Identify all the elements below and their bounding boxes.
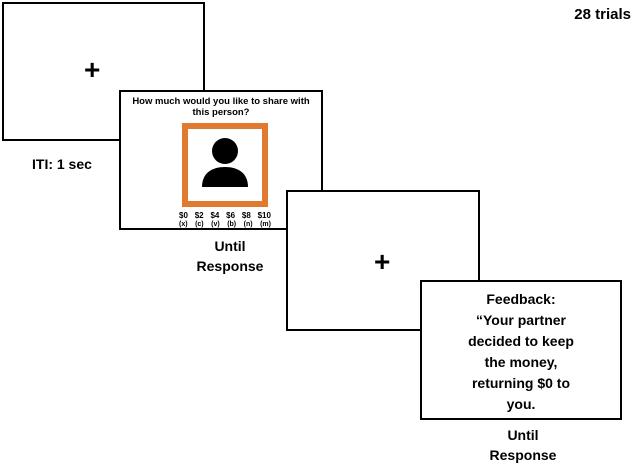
key-label: (c) — [195, 221, 204, 228]
amount-option: $10 — [257, 211, 271, 220]
amount-option: $0 — [179, 211, 188, 220]
trials-count-label: 28 trials — [574, 6, 631, 23]
fixation-cross: + — [84, 54, 101, 85]
iti-screen: + — [2, 2, 205, 141]
caption-line: Response — [489, 447, 557, 463]
amount-option: $8 — [241, 211, 251, 220]
key-label: (x) — [179, 221, 188, 228]
amount-option: $6 — [226, 211, 236, 220]
question-line-2: this person? — [192, 107, 250, 118]
feedback-duration-caption: Until Response — [478, 425, 568, 465]
caption-line: Response — [196, 258, 264, 274]
feedback-line: you. — [506, 396, 536, 412]
question-line-1: How much would you like to share with — [132, 96, 310, 107]
partner-photo — [188, 129, 262, 201]
feedback-line: “Your partner — [476, 312, 566, 328]
caption-line: Until — [214, 238, 246, 254]
iti-caption: ITI: 1 sec — [32, 156, 92, 172]
choice-duration-caption: Until Response — [185, 236, 275, 276]
key-label: (v) — [211, 221, 220, 228]
feedback-line: returning $0 to — [471, 375, 570, 391]
person-silhouette-icon — [202, 138, 248, 187]
caption-line: Until — [507, 427, 539, 443]
amount-option: $4 — [210, 211, 220, 220]
choice-question: How much would you like to share with th… — [121, 96, 321, 118]
feedback-screen: Feedback: “Your partner decided to keep … — [420, 280, 622, 420]
key-label: (m) — [260, 221, 271, 228]
key-label: (n) — [243, 221, 253, 228]
key-mapping: (x) (c) (v) (b) (n) (m) — [179, 221, 271, 228]
feedback-line: the money, — [484, 354, 558, 370]
amount-option: $2 — [194, 211, 204, 220]
feedback-line: Feedback: — [486, 291, 556, 307]
amount-options: $0 $2 $4 $6 $8 $10 — [179, 211, 271, 220]
fixation-cross: + — [374, 246, 391, 277]
key-label: (b) — [227, 221, 237, 228]
feedback-line: decided to keep — [468, 333, 574, 349]
feedback-text: Feedback: “Your partner decided to keep … — [422, 289, 620, 415]
partner-photo-frame — [182, 123, 268, 207]
